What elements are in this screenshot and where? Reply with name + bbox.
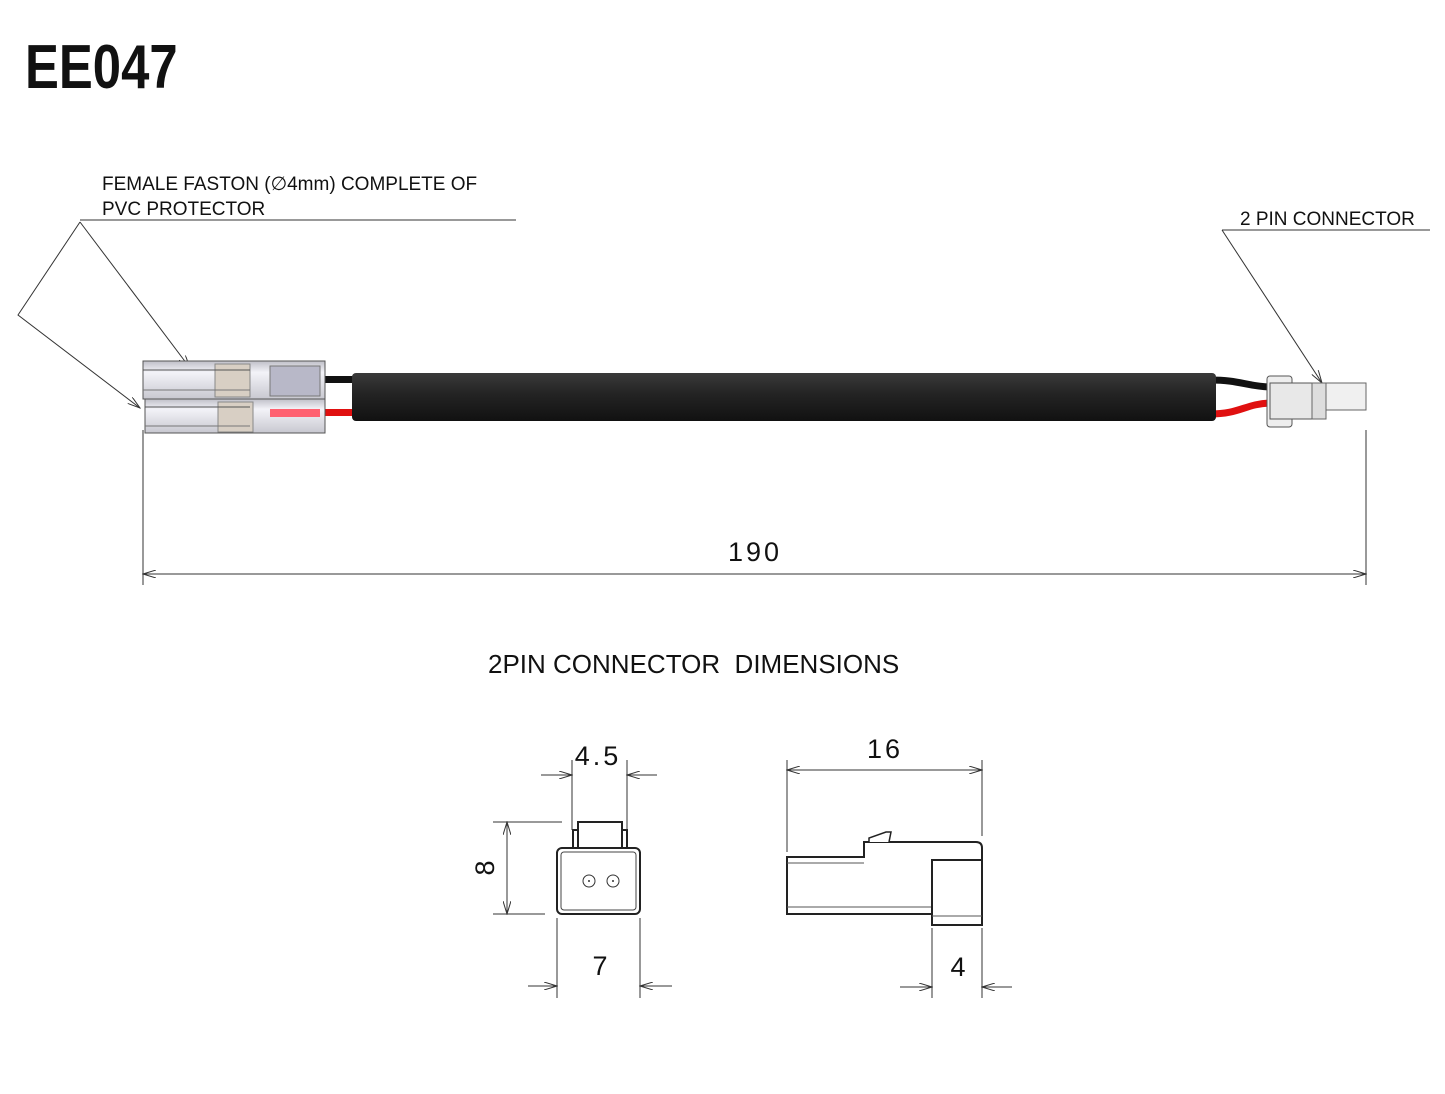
wire-red-left [320, 409, 360, 416]
length-dimension [143, 430, 1366, 585]
faston-label-line2: PVC PROTECTOR [102, 199, 265, 220]
height-value: 8 [470, 860, 500, 875]
connector-front-view [493, 760, 672, 998]
connector-side-view [786, 760, 1012, 998]
faston-leader [17, 219, 516, 408]
wire-black-left [320, 376, 360, 383]
length-value: 190 [728, 537, 782, 567]
wire-red-right [1209, 399, 1271, 418]
faston-terminal-bottom [144, 398, 326, 434]
connector-leader [1221, 229, 1430, 383]
tab-width-value: 4.5 [575, 741, 622, 771]
part-number-title: EE047 [25, 33, 178, 102]
length-16-value: 16 [867, 734, 903, 764]
two-pin-connector [1266, 375, 1367, 428]
width-value: 7 [592, 951, 607, 981]
cable-assembly [142, 360, 1367, 434]
faston-terminal-top [142, 360, 326, 400]
front-block-value: 4 [950, 952, 965, 982]
wire-black-right [1209, 376, 1271, 391]
connector-label: 2 PIN CONNECTOR [1240, 209, 1415, 230]
section-title: 2PIN CONNECTOR DIMENSIONS [488, 649, 899, 679]
pvc-sheath [352, 373, 1216, 421]
faston-label-line1: FEMALE FASTON (∅4mm) COMPLETE OF [102, 174, 477, 195]
